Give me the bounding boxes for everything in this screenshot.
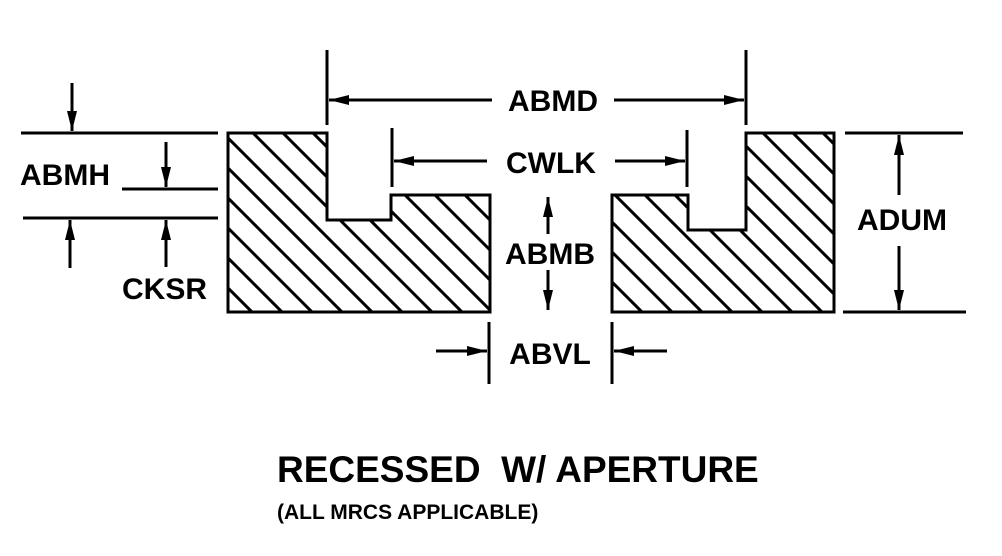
hatch-line [0, 100, 110, 350]
diagram-subtitle: (ALL MRCS APPLICABLE) [277, 501, 538, 524]
hatch-line [0, 100, 200, 350]
hatch-line [0, 100, 50, 350]
abmh-label: ABMH [20, 159, 110, 192]
adum-label: ADUM [857, 204, 947, 237]
hatch-line [788, 133, 834, 312]
cwlk-label: CWLK [506, 147, 596, 180]
hatch-line [228, 133, 412, 312]
hatch-line [228, 133, 322, 312]
cksr-label: CKSR [122, 273, 207, 306]
hatch-line [0, 100, 170, 350]
hatch-line [228, 133, 382, 312]
hatch-line [970, 100, 1002, 350]
hatch-line [228, 133, 442, 312]
part-outline-left [226, 131, 492, 314]
hatch-line [228, 133, 472, 312]
hatch-line [228, 133, 232, 312]
hatch-line [228, 133, 262, 312]
hatch-line [228, 133, 352, 312]
abmb-label: ABMB [505, 238, 595, 271]
diagram-title: RECESSED W/ APERTURE [277, 449, 759, 490]
hatch-line [278, 133, 532, 312]
hatch-line [758, 133, 834, 312]
part-outline-right [610, 131, 836, 314]
abmd-label: ABMD [508, 85, 598, 118]
hatch-line [228, 133, 292, 312]
hatch-line [728, 133, 834, 312]
hatch-line [0, 100, 80, 350]
hatch-line [248, 133, 502, 312]
abvl-label: ABVL [509, 338, 591, 371]
